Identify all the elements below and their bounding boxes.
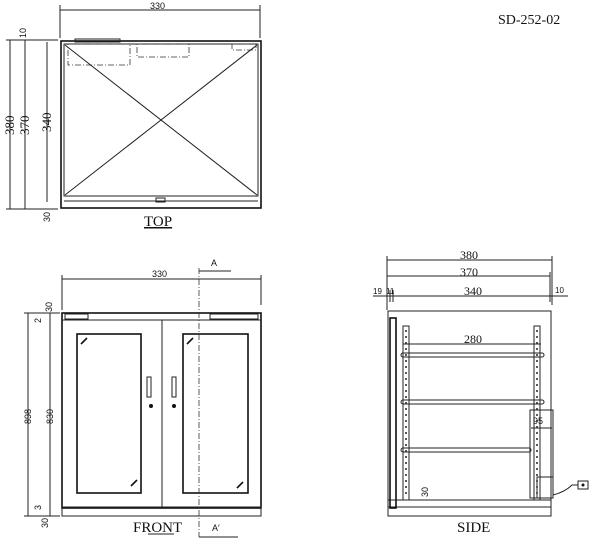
- side-left-19: 19: [373, 287, 382, 296]
- top-depth-380: 380: [2, 116, 17, 136]
- side-view-label: SIDE: [457, 520, 490, 536]
- section-a-label: A: [211, 258, 217, 268]
- drawing-id: SD-252-02: [498, 13, 560, 28]
- top-view: 330 380 370 340 10 30 TOP: [2, 1, 262, 230]
- top-depth-370: 370: [17, 116, 32, 136]
- top-depth-340: 340: [39, 113, 54, 133]
- side-depth-380: 380: [460, 248, 478, 262]
- front-view-label: FRONT: [133, 520, 182, 536]
- front-gap-2: 2: [33, 318, 43, 323]
- front-view: 330 898 830 30 2 3 30 A A′ FRONT: [23, 258, 262, 538]
- side-base-30: 30: [420, 487, 430, 497]
- side-depth-340: 340: [464, 284, 482, 298]
- side-shelf-280: 280: [464, 332, 482, 346]
- top-view-label: TOP: [144, 214, 172, 230]
- section-a2-label: A′: [212, 523, 220, 533]
- front-base-30: 30: [40, 518, 50, 528]
- side-right-10: 10: [555, 286, 564, 295]
- side-view: 380 370 340 19 11 10 280 95 30 SIDE: [373, 248, 589, 536]
- top-gap-10: 10: [18, 28, 28, 38]
- side-left-11: 11: [386, 287, 395, 296]
- front-width-dim: 330: [152, 269, 167, 279]
- side-box-95: 95: [533, 416, 543, 426]
- front-height-898: 898: [23, 409, 33, 424]
- front-height-830: 830: [45, 409, 55, 424]
- top-gap-30: 30: [42, 212, 52, 222]
- front-gap-3: 3: [33, 505, 43, 510]
- front-top-30: 30: [44, 302, 54, 312]
- top-width-dim: 330: [150, 1, 165, 11]
- side-depth-370: 370: [460, 265, 478, 279]
